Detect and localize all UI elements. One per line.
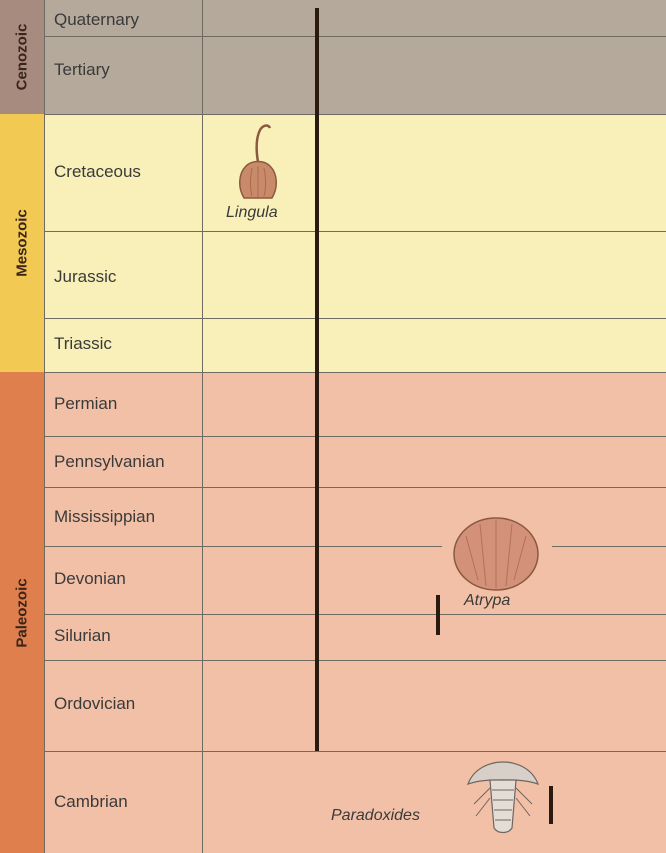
atrypa-range-bar bbox=[436, 595, 440, 635]
period-divider bbox=[552, 546, 666, 547]
period-label-devonian: Devonian bbox=[54, 569, 126, 589]
period-divider bbox=[44, 546, 442, 547]
atrypa-fossil-icon bbox=[450, 514, 542, 594]
period-label-tertiary: Tertiary bbox=[54, 60, 110, 80]
era-divider bbox=[44, 114, 666, 115]
period-divider bbox=[44, 487, 666, 488]
atrypa-label: Atrypa bbox=[464, 592, 510, 610]
period-label-permian: Permian bbox=[54, 394, 117, 414]
paleozoic-band bbox=[0, 372, 666, 853]
period-divider bbox=[44, 318, 666, 319]
era-name-paleozoic: Paleozoic bbox=[14, 578, 31, 647]
period-label-quaternary: Quaternary bbox=[54, 10, 139, 30]
lingula-label: Lingula bbox=[226, 204, 278, 222]
era-divider bbox=[44, 372, 666, 373]
period-divider bbox=[44, 751, 666, 752]
era-label-mesozoic: Mesozoic bbox=[0, 114, 44, 372]
paradoxides-fossil-icon bbox=[462, 758, 544, 838]
period-label-pennsylvanian: Pennsylvanian bbox=[54, 452, 165, 472]
period-label-cambrian: Cambrian bbox=[54, 792, 128, 812]
lingula-range-bar bbox=[315, 8, 319, 751]
period-divider bbox=[44, 436, 666, 437]
period-label-triassic: Triassic bbox=[54, 334, 112, 354]
period-divider bbox=[44, 614, 666, 615]
period-label-silurian: Silurian bbox=[54, 626, 111, 646]
column-divider-1 bbox=[44, 0, 45, 853]
period-label-mississippian: Mississippian bbox=[54, 507, 155, 527]
period-divider bbox=[44, 231, 666, 232]
period-divider bbox=[44, 36, 666, 37]
era-name-mesozoic: Mesozoic bbox=[14, 209, 31, 277]
paradoxides-label: Paradoxides bbox=[331, 807, 420, 825]
era-label-cenozoic: Cenozoic bbox=[0, 0, 44, 114]
period-label-jurassic: Jurassic bbox=[54, 267, 116, 287]
period-label-cretaceous: Cretaceous bbox=[54, 162, 141, 182]
era-name-cenozoic: Cenozoic bbox=[14, 24, 31, 91]
column-divider-2 bbox=[202, 0, 203, 853]
paradoxides-range-bar bbox=[549, 786, 553, 824]
era-label-paleozoic: Paleozoic bbox=[0, 372, 44, 853]
period-divider bbox=[44, 660, 666, 661]
period-label-ordovician: Ordovician bbox=[54, 694, 135, 714]
lingula-fossil-icon bbox=[234, 122, 282, 202]
